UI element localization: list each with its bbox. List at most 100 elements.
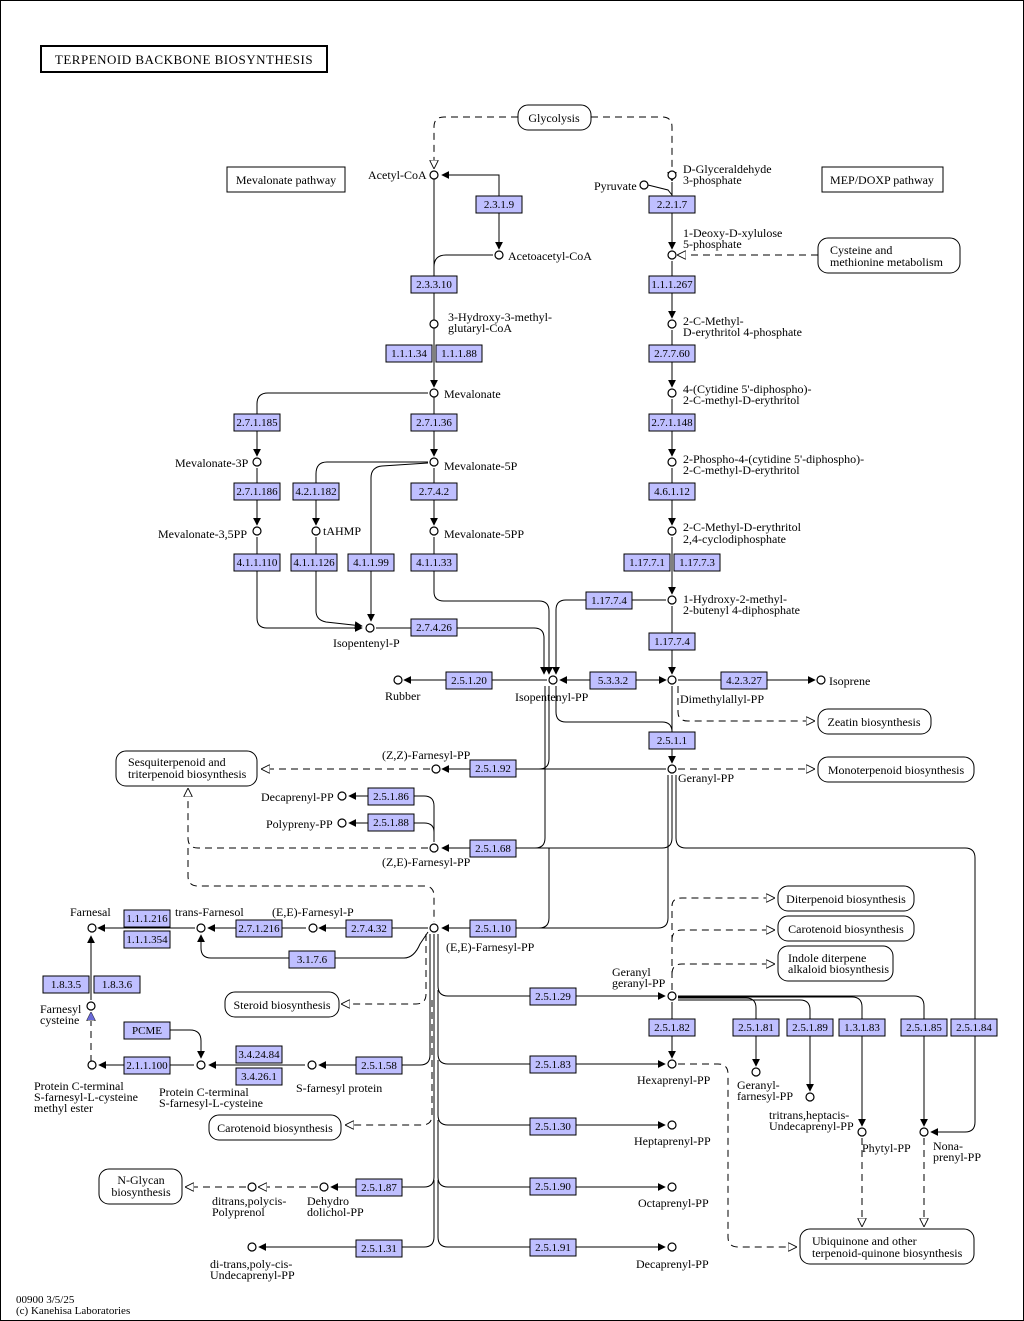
enzyme-4-1-1-126[interactable]: 4.1.1.126 (290, 553, 338, 572)
enzyme-4-1-1-110[interactable]: 4.1.1.110 (233, 553, 281, 572)
enzyme-4-2-3-27[interactable]: 4.2.3.27 (720, 671, 768, 690)
enzyme-4-2-1-182[interactable]: 4.2.1.182 (292, 482, 340, 501)
pathway-indole-diterpene[interactable]: Indole diterpene alkaloid biosynthesis (777, 945, 894, 982)
enzyme-3-4-24-84[interactable]: 3.4.24.84 (235, 1045, 283, 1064)
pathway-cysteine-methionine[interactable]: Cysteine and methionine metabolism (817, 237, 961, 274)
compound-nonaprenyl-pp[interactable] (919, 1127, 929, 1137)
enzyme-4-6-1-12[interactable]: 4.6.1.12 (648, 482, 696, 501)
pathway-ubiquinone[interactable]: Ubiquinone and other terpenoid-quinone b… (799, 1228, 975, 1265)
enzyme-1-8-3-5[interactable]: 1.8.3.5 (42, 975, 90, 994)
enzyme-2-3-3-10[interactable]: 2.3.3.10 (410, 275, 458, 294)
enzyme-2-7-1-186[interactable]: 2.7.1.186 (233, 482, 281, 501)
compound-mevalonate-5pp[interactable] (429, 526, 439, 536)
compound-octaprenyl-pp[interactable] (667, 1182, 677, 1192)
compound-mevalonate-35pp[interactable] (252, 526, 262, 536)
enzyme-2-5-1-86[interactable]: 2.5.1.86 (367, 787, 415, 806)
compound-mevalonate[interactable] (429, 388, 439, 398)
compound-protein-farnesyl-cysteine[interactable] (196, 1060, 206, 1070)
compound-cdp-mep[interactable] (667, 457, 677, 467)
enzyme-3-4-26-1[interactable]: 3.4.26.1 (235, 1067, 283, 1086)
enzyme-2-5-1-85[interactable]: 2.5.1.85 (900, 1018, 948, 1037)
compound-polypreny-pp[interactable] (337, 818, 347, 828)
enzyme-2-5-1-68[interactable]: 2.5.1.68 (469, 839, 517, 858)
compound-polyprenol[interactable] (247, 1182, 257, 1192)
enzyme-2-7-4-26[interactable]: 2.7.4.26 (410, 618, 458, 637)
enzyme-2-5-1-1[interactable]: 2.5.1.1 (648, 731, 696, 750)
compound-heptaprenyl-pp[interactable] (667, 1120, 677, 1130)
compound-decaprenyl-pp-upper[interactable] (337, 791, 347, 801)
pathway-zeatin[interactable]: Zeatin biosynthesis (817, 708, 932, 735)
compound-isopentenyl-pp[interactable] (548, 675, 558, 685)
compound-isoprene[interactable] (816, 675, 826, 685)
compound-undecaprenyl-pp[interactable] (805, 1092, 815, 1102)
enzyme-2-7-1-36[interactable]: 2.7.1.36 (410, 413, 458, 432)
compound-ee-farnesyl-p[interactable] (308, 923, 318, 933)
compound-zz-farnesyl-pp[interactable] (431, 764, 441, 774)
enzyme-3-1-7-6[interactable]: 3.1.7.6 (288, 950, 336, 969)
enzyme-1-1-1-88[interactable]: 1.1.1.88 (435, 344, 483, 363)
compound-isopentenyl-p[interactable] (365, 623, 375, 633)
enzyme-2-7-4-32[interactable]: 2.7.4.32 (345, 919, 393, 938)
enzyme-1-17-7-4-ipp[interactable]: 1.17.7.4 (585, 591, 633, 610)
enzyme-2-5-1-89[interactable]: 2.5.1.89 (786, 1018, 834, 1037)
enzyme-1-1-1-267[interactable]: 1.1.1.267 (648, 275, 696, 294)
enzyme-2-5-1-20[interactable]: 2.5.1.20 (445, 671, 493, 690)
compound-farnesal[interactable] (87, 923, 97, 933)
pathway-glycolysis[interactable]: Glycolysis (517, 104, 592, 131)
compound-dmapp[interactable] (667, 675, 677, 685)
enzyme-4-1-1-99[interactable]: 4.1.1.99 (347, 553, 395, 572)
enzyme-2-5-1-90[interactable]: 2.5.1.90 (529, 1177, 577, 1196)
pathway-steroid[interactable]: Steroid biosynthesis (224, 991, 340, 1018)
pathway-carotenoid-left[interactable]: Carotenoid biosynthesis (208, 1114, 342, 1141)
enzyme-2-7-1-148[interactable]: 2.7.1.148 (648, 413, 696, 432)
enzyme-2-5-1-84[interactable]: 2.5.1.84 (950, 1018, 998, 1037)
enzyme-1-1-1-216[interactable]: 1.1.1.216 (123, 909, 171, 928)
enzyme-2-3-1-9[interactable]: 2.3.1.9 (475, 195, 523, 214)
compound-ggpp[interactable] (667, 991, 677, 1001)
compound-acetoacetyl-coa[interactable] (494, 250, 504, 260)
enzyme-2-5-1-31[interactable]: 2.5.1.31 (355, 1239, 403, 1258)
enzyme-2-5-1-88[interactable]: 2.5.1.88 (367, 813, 415, 832)
enzyme-1-17-7-1[interactable]: 1.17.7.1 (623, 553, 671, 572)
compound-dehydrodolichol-pp[interactable] (319, 1182, 329, 1192)
enzyme-2-5-1-58[interactable]: 2.5.1.58 (355, 1056, 403, 1075)
pathway-mep-label[interactable]: MEP/DOXP pathway (821, 166, 944, 193)
enzyme-2-7-4-2[interactable]: 2.7.4.2 (410, 482, 458, 501)
enzyme-4-1-1-33[interactable]: 4.1.1.33 (410, 553, 458, 572)
compound-mecpp[interactable] (667, 526, 677, 536)
enzyme-2-5-1-29[interactable]: 2.5.1.29 (529, 987, 577, 1006)
compound-acetyl-coa[interactable] (429, 170, 439, 180)
enzyme-1-17-7-4-dmapp[interactable]: 1.17.7.4 (648, 632, 696, 651)
compound-hmbpp[interactable] (667, 595, 677, 605)
compound-farnesyl-cysteine[interactable] (86, 1001, 96, 1011)
pathway-monoterpenoid[interactable]: Monoterpenoid biosynthesis (817, 756, 975, 783)
compound-mevalonate-5p[interactable] (429, 457, 439, 467)
compound-pyruvate[interactable] (639, 180, 649, 190)
enzyme-pcme[interactable]: PCME (123, 1021, 171, 1040)
enzyme-1-3-1-83[interactable]: 1.3.1.83 (838, 1018, 886, 1037)
compound-ze-farnesyl-pp[interactable] (429, 843, 439, 853)
enzyme-5-3-3-2[interactable]: 5.3.3.2 (589, 671, 637, 690)
enzyme-1-1-1-34[interactable]: 1.1.1.34 (385, 344, 433, 363)
compound-s-farnesyl-protein[interactable] (307, 1060, 317, 1070)
pathway-mevalonate-label[interactable]: Mevalonate pathway (226, 166, 346, 193)
enzyme-2-7-7-60[interactable]: 2.7.7.60 (648, 344, 696, 363)
enzyme-2-5-1-30[interactable]: 2.5.1.30 (529, 1117, 577, 1136)
compound-dxp[interactable] (667, 250, 677, 260)
pathway-n-glycan[interactable]: N-Glycan biosynthesis (98, 1168, 183, 1205)
pathway-diterpenoid[interactable]: Diterpenoid biosynthesis (777, 885, 915, 912)
compound-decaprenyl-pp-lower[interactable] (667, 1242, 677, 1252)
enzyme-2-7-1-185[interactable]: 2.7.1.185 (233, 413, 281, 432)
enzyme-2-5-1-82[interactable]: 2.5.1.82 (648, 1018, 696, 1037)
enzyme-2-5-1-92[interactable]: 2.5.1.92 (469, 759, 517, 778)
enzyme-2-5-1-87[interactable]: 2.5.1.87 (355, 1178, 403, 1197)
compound-trans-farnesol[interactable] (196, 923, 206, 933)
compound-hmg-coa[interactable] (429, 319, 439, 329)
compound-hexaprenyl-pp[interactable] (667, 1059, 677, 1069)
compound-glyceraldehyde-3p[interactable] (667, 170, 677, 180)
enzyme-1-8-3-6[interactable]: 1.8.3.6 (93, 975, 141, 994)
compound-tahmp[interactable] (311, 526, 321, 536)
enzyme-2-5-1-10[interactable]: 2.5.1.10 (469, 919, 517, 938)
compound-rubber[interactable] (393, 675, 403, 685)
enzyme-2-5-1-81[interactable]: 2.5.1.81 (732, 1018, 780, 1037)
